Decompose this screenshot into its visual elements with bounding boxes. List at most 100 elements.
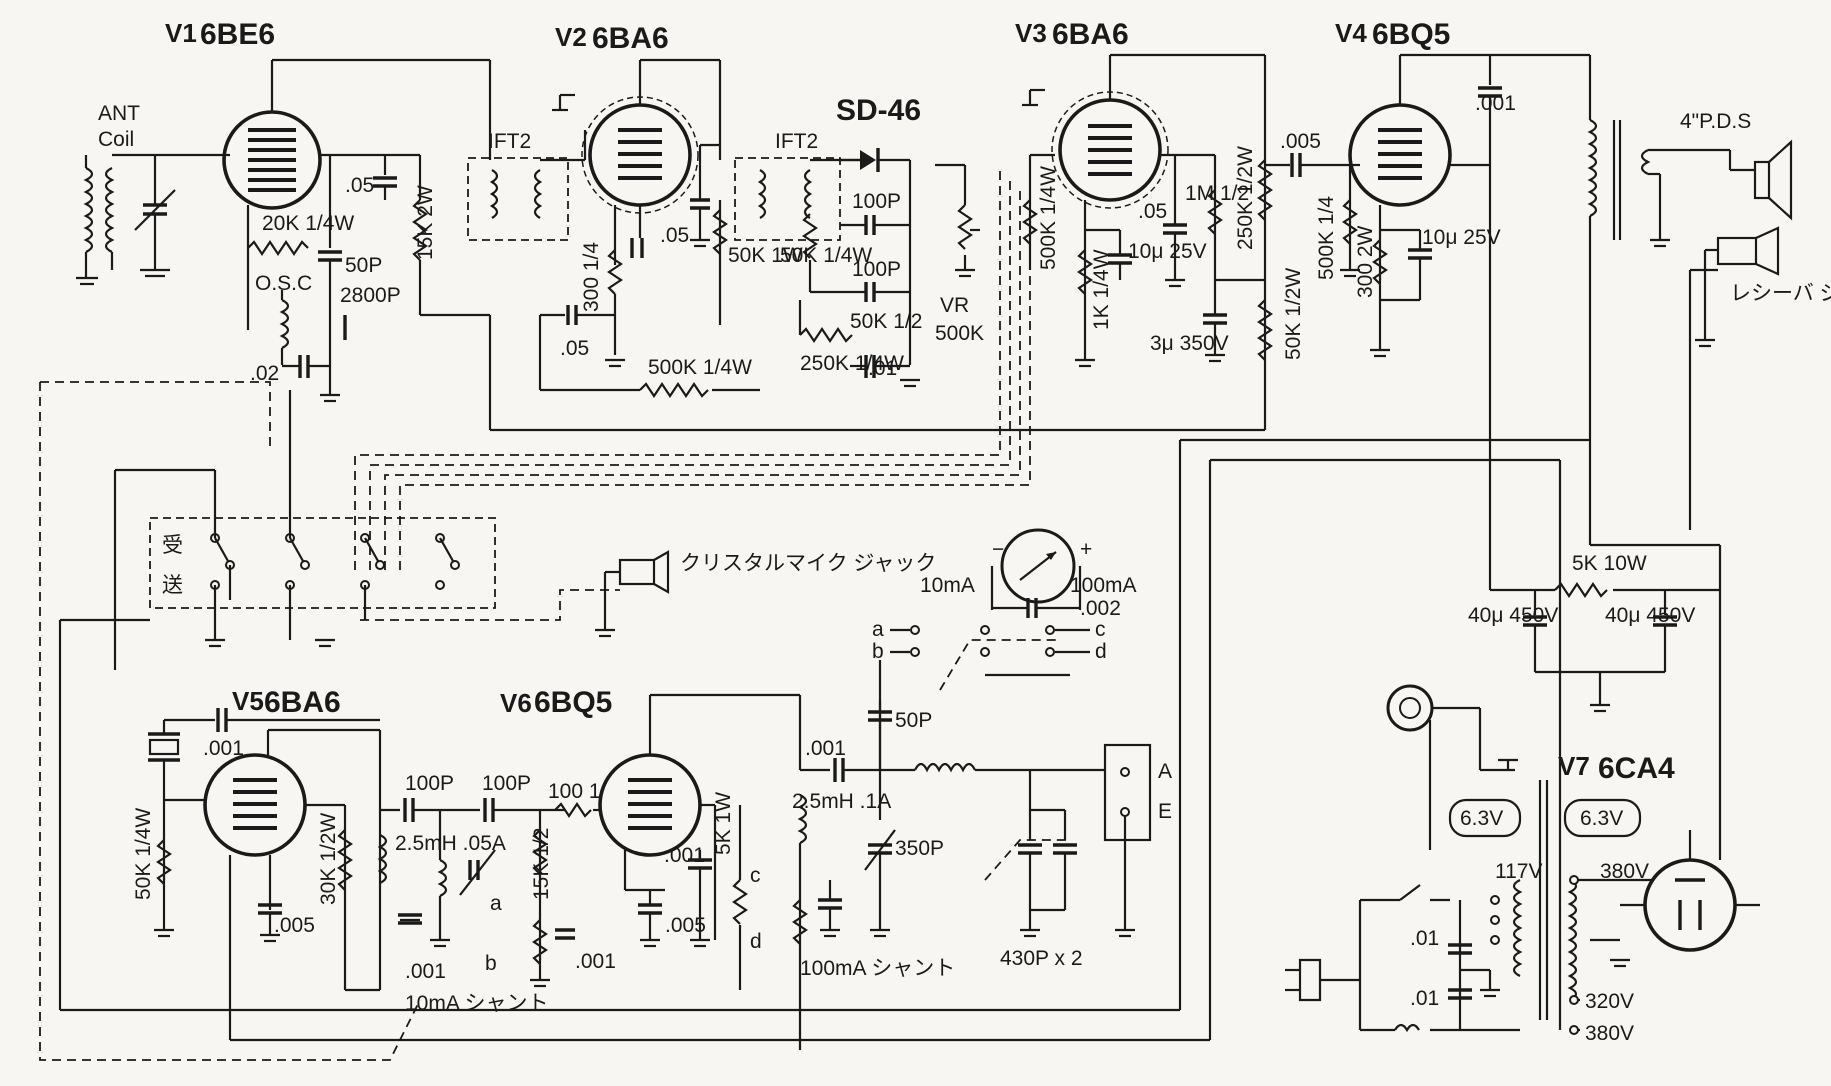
pin-a2-label: a [490, 892, 502, 915]
ant-e-label: E [1158, 800, 1172, 823]
tube-v5 [203, 728, 380, 1040]
c05a-label: .05 [345, 174, 374, 197]
r15khalf-label: 15K 1/2 [530, 828, 553, 900]
coupling-capacitor [1265, 153, 1360, 177]
r1k-label: 1K 1/4W [1090, 249, 1113, 330]
c002-label: .002 [1080, 597, 1121, 620]
v5-plate-circuit [337, 730, 605, 992]
pilot-lamp [1386, 684, 1518, 850]
c3u-label: 3μ 350V [1150, 332, 1229, 355]
shielded-line-4 [399, 195, 1031, 570]
ift2-label: IFT2 [775, 130, 818, 153]
r50kh2-label: 50K 1/2W [1282, 268, 1305, 360]
detector-diode [798, 148, 920, 388]
c01p2-label: .01 [1410, 987, 1439, 1010]
c001b-label: .001 [575, 950, 616, 973]
crystal-mic-label: クリスタルマイク ジャック [680, 552, 936, 575]
c005-label: .005 [1280, 130, 1321, 153]
tuning-capacitor [134, 155, 176, 278]
v3-ref: V3 [1015, 18, 1047, 48]
c10ub-label: 10μ 25V [1422, 226, 1501, 249]
v2-ref: V2 [555, 22, 587, 52]
c001-top-label: .001 [1475, 92, 1516, 115]
c100pd-label: 100P [482, 772, 531, 795]
l25mhb-label: 2.5mH .1A [792, 790, 891, 813]
c100pc-label: 100P [405, 772, 454, 795]
r5k1w-label: 5K 1W [712, 792, 735, 855]
svg-text:−: − [992, 538, 1004, 561]
r50k1w-label: 50K 1W [728, 244, 803, 267]
pin-d-label: d [750, 930, 762, 953]
c100p-b-label: 100P [852, 258, 901, 281]
ift-2-box [734, 157, 841, 241]
r50kq-label: 50K 1/4W [780, 244, 872, 267]
v7-ref: V7 [1558, 751, 1590, 781]
r5k10w-label: 5K 10W [1572, 552, 1647, 575]
r20k-label: 20K 1/4W [262, 212, 354, 235]
tube-v2 [552, 58, 720, 214]
v5-type: 6BA6 [264, 686, 341, 719]
r500kv4-label: 500K 1/4 [1315, 196, 1338, 280]
tube-v6 [598, 693, 802, 990]
antenna-terminals [1103, 743, 1152, 938]
r30k-label: 30K 1/2W [317, 813, 340, 905]
r1m-label: 1M 1/2 [1185, 182, 1249, 205]
sw-a-label: a [872, 618, 884, 641]
tube-v3 [1022, 53, 1265, 209]
c40ub-label: 40μ 450V [1605, 604, 1695, 627]
crystal [148, 708, 380, 938]
pds-label: 4"P.D.S [1680, 110, 1751, 133]
shunt10-label: 10mA シャント [405, 992, 549, 1015]
r300v4-label: 300 2W [1354, 225, 1377, 298]
coil-label: Coil [98, 128, 134, 151]
v1-circuit [225, 153, 490, 403]
c001c-label: .001 [405, 960, 446, 983]
gang-link-2 [39, 382, 421, 1061]
c001d-label: .001 [664, 844, 705, 867]
c001e-label: .001 [805, 737, 846, 760]
c005v6-label: .005 [665, 914, 706, 937]
v380a-label: 380V [1600, 860, 1649, 883]
v3-type: 6BA6 [1052, 18, 1129, 51]
c10ua-label: 10μ 25V [1128, 240, 1207, 263]
v4-ref: V4 [1335, 18, 1367, 48]
ift-1-coils [488, 60, 587, 219]
speaker [1728, 139, 1793, 221]
meter: −+ [890, 528, 1092, 691]
v2-circuit [538, 143, 760, 398]
v3-circuit [1022, 55, 1273, 430]
shielded-line-3 [384, 185, 1021, 570]
c2800p-label: 2800P [340, 284, 401, 307]
vr-label: VR [940, 294, 969, 317]
v6-type: 6BQ5 [534, 686, 612, 719]
r500kq-label: 500K 1/4W [1037, 166, 1060, 270]
output-transformer [1478, 55, 1730, 590]
c001v5-label: .001 [203, 737, 244, 760]
r250kh-label: 250K 1/2W [1234, 146, 1257, 250]
v7-type: 6CA4 [1598, 752, 1675, 785]
r250k-label: 250K 1/4W [800, 352, 904, 375]
osc-label: O.S.C [255, 272, 312, 295]
tube-v4 [1340, 53, 1590, 358]
c01p1-label: .01 [1410, 927, 1439, 950]
v6-ref: V6 [500, 688, 532, 718]
c50pb-label: 50P [895, 709, 932, 732]
shielded-line-1 [354, 165, 1001, 570]
gang-link-1 [40, 381, 271, 450]
v320-label: 320V [1585, 990, 1634, 1013]
c100p-a-label: 100P [852, 190, 901, 213]
c50p-label: 50P [345, 254, 382, 277]
sw-d-label: d [1095, 640, 1107, 663]
v1-type: 6BE6 [200, 18, 275, 51]
power-transformer [1448, 780, 1660, 1035]
shielded-line-2 [369, 175, 1011, 570]
v4-type: 6BQ5 [1372, 18, 1450, 51]
r15k-label: 15K 2W [414, 185, 437, 260]
pi-network [792, 660, 1105, 1000]
tr-switch-box [149, 517, 496, 609]
r50kv5-label: 50K 1/4W [132, 808, 155, 900]
sd46-label: SD-46 [836, 94, 921, 127]
r500k-label: 500K 1/4W [648, 356, 752, 379]
c350p-label: 350P [895, 837, 944, 860]
